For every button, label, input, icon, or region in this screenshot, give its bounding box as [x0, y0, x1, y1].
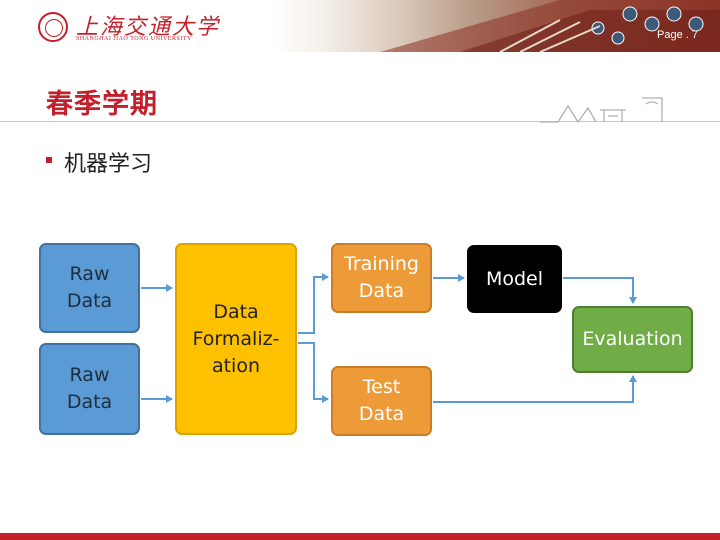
arrow-test-to-evaluation: [433, 376, 633, 402]
footer-bar: [0, 533, 720, 540]
arrow-formalization-to-training: [298, 277, 328, 333]
arrow-model-to-evaluation: [563, 278, 633, 303]
arrow-formalization-to-test: [298, 343, 328, 399]
